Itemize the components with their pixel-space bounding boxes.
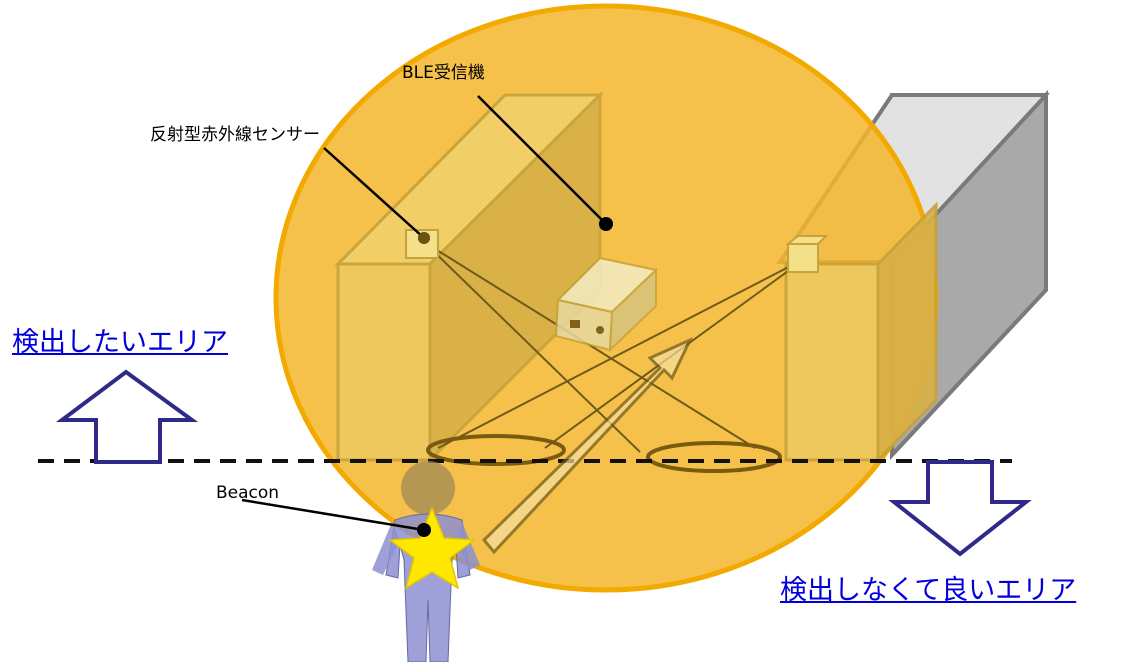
ble-callout-dot: [599, 217, 613, 231]
sensor-callout-dot: [418, 232, 430, 244]
ble-receiver-label: BLE受信機: [402, 63, 485, 83]
sensor-cube-icon: [785, 235, 829, 273]
ble-receiver-device-icon: [554, 256, 659, 353]
detect-zone-left: [426, 434, 566, 466]
detect-zone-right: [646, 441, 782, 473]
no-detect-area-link[interactable]: 検出しなくて良いエリア: [780, 575, 1077, 606]
detect-area-link[interactable]: 検出したいエリア: [12, 327, 228, 358]
beacon-callout-dot: [417, 523, 431, 537]
ir-sensor-label: 反射型赤外線センサー: [150, 125, 320, 145]
hollow-down-arrow-icon: [888, 460, 1032, 557]
callout-lines: [241, 95, 607, 532]
beacon-label: Beacon: [216, 483, 280, 503]
left-pillar: [334, 91, 604, 464]
movement-arrow: [481, 336, 694, 555]
hollow-up-arrow-icon: [56, 369, 199, 464]
star-icon: [387, 505, 477, 590]
